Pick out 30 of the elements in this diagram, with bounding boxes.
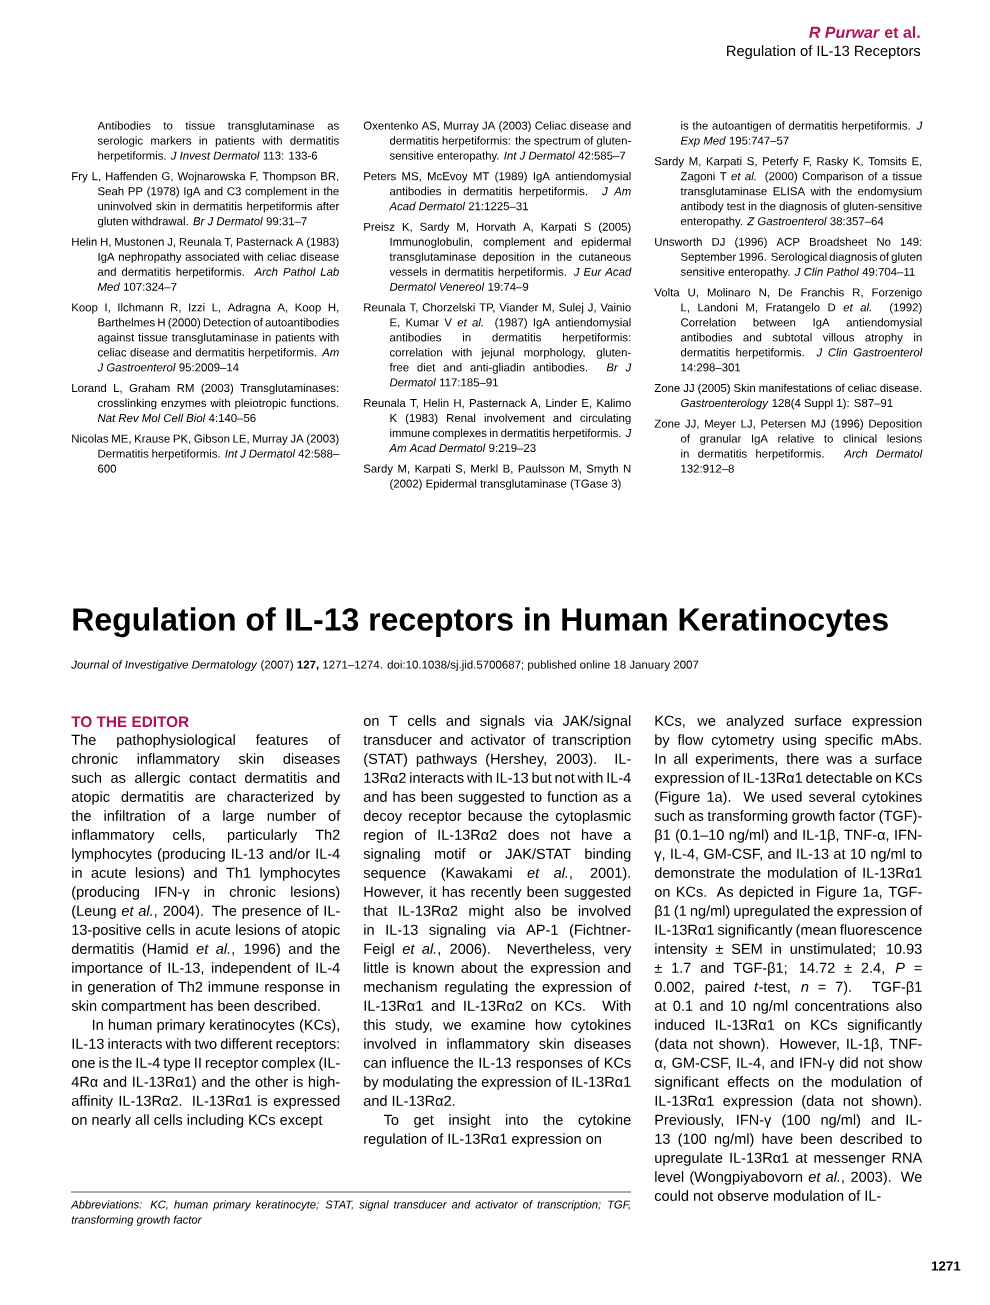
body-paragraph: on T cells and signals via JAK/signal transducer and activator of transcription (STAT) pathways (Hershey, 2003). IL-13Rα2 interacts with IL-13 but not with IL-4 and has been suggested to function as a decoy receptor because the cytoplasmic region of IL-13Rα2 does not have a signaling motif or JAK/STAT binding sequence (Kawakami et al., 2001). However, it has recently been suggested that IL-13Rα2 might also be involved in IL-13 signaling via AP-1 (Fichtner-Feigl et al., 2006). Nevertheless, very little is known about the expression and mechanism regulating the expression of IL-13Rα1 and IL-13Rα2 on KCs. With this study, we examine how cytokines involved in inflammatory skin diseases can influence the IL-13 responses of KCs by modulating the expression of IL-13Rα1 and IL-13Rα2.: [363, 715, 632, 1106]
running-header: R Purwar et al.: [809, 26, 920, 38]
reference-entry: Sardy M, Karpati S, Peterfy F, Rasky K, Tomsits E, Zagoni T et al. (2000) Comparison of a tissue transglutaminase ELISA with the endomysium antibody test in the diagnosis of gluten-sensitive enteropathy. Z Gastroenterol 38:357–64: [654, 156, 922, 228]
page-number: 1271: [931, 1261, 961, 1271]
reference-entry: Helin H, Mustonen J, Reunala T, Pasternack A (1983) IgA nephropathy associated with celiac disease and dermatitis herpetiformis. Arch Pathol Lab Med 107:324–7: [72, 237, 339, 291]
reference-entry: Oxentenko AS, Murray JA (2003) Celiac disease and dermatitis herpetiformis: the spectrum of gluten-sensitive enteropathy. Int J Dermatol 42:585–7: [363, 121, 631, 162]
reference-entry: Peters MS, McEvoy MT (1989) IgA antiendomysial antibodies in dermatitis herpetiformis. J Am Acad Dermatol 21:1225–31: [364, 171, 631, 211]
reference-entry: Koop I, Ilchmann R, Izzi L, Adragna A, Koop H, Barthelmes H (2000) Detection of autoantibodies against tissue transglutaminase in patients with celiac disease and dermatitis herpetiformis. Am J Gastroenterol 95:2009–14: [72, 303, 339, 372]
citation-line: Journal of Investigative Dermatology (2007) 127, 1271–1274. doi:10.1038/sj.jid.5700687; published online 18 January 2007: [71, 660, 699, 671]
footnote-text: Abbreviations: KC, human primary keratinocyte; STAT, signal transducer and activator of transcription; TGF, transforming growth factor: [70, 1200, 631, 1226]
reference-entry: Zone JJ, Meyer LJ, Petersen MJ (1996) Deposition of granular IgA relative to clinical lesions in dermatitis herpetiformis. Arch Dermatol 132:912–8: [654, 419, 923, 473]
reference-entry: is the autoantigen of dermatitis herpetiformis. J Exp Med 195:747–57: [680, 121, 923, 147]
reference-entry: Sardy M, Karpati S, Merkl B, Paulsson M, Smyth N (2002) Epidermal transglutaminase (TGase 3): [363, 464, 631, 490]
article-title: Regulation of IL-13 receptors in Human Keratinocytes: [73, 607, 888, 638]
reference-entry: Reunala T, Chorzelski TP, Viander M, Sulej J, Vainio E, Kumar V et al. (1987) IgA antiendomysial antibodies in dermatitis herpetiformis: correlation with jejunal morphology, gluten-free diet and anti-gliadin antibodies. Br J Dermatol 117:185–91: [364, 303, 632, 387]
reference-entry: Lorand L, Graham RM (2003) Transglutaminases: crosslinking enzymes with pleiotropic functions. Nat Rev Mol Cell Biol 4:140–56: [72, 383, 339, 423]
reference-entry: Antibodies to tissue transglutaminase as serologic markers in patients with dermatitis herpetiformis. J Invest Dermatol 113: 133-6: [97, 121, 339, 162]
section-heading: TO THE EDITOR: [71, 716, 189, 728]
reference-entry: Zone JJ (2005) Skin manifestations of celiac disease. Gastroenterology 128(4 Suppl 1): S87–91: [654, 383, 922, 410]
body-paragraph: KCs, we analyzed surface expression by flow cytometry using specific mAbs. In all experiments, there was a surface expression of IL-13Rα1 detectable on KCs (Figure 1a). We used several cytokines such as transforming growth factor (TGF)-β1 (0.1–10 ng/ml) and IL-1β, TNF-α, IFN-γ, IL-4, GM-CSF, and IL-13 at 10 ng/ml to demonstrate the modulation of IL-13Rα1 on KCs. As depicted in Figure 1a, TGF-β1 (1 ng/ml) upregulated the expression of IL-13Rα1 significantly (mean fluorescence intensity ± SEM in unstimulated; 10.93 ± 1.7 and TGF-β1; 14.72 ± 2.4, P = 0.002, paired t-test, n = 7). TGF-β1 at 0.1 and 10 ng/ml concentrations also induced IL-13Rα1 on KCs significantly (data not shown). However, IL-1β, TNF-α, GM-CSF, IL-4, and IFN-γ did not show significant effects on the modulation of IL-13Rα1 expression (data not shown). Previously, IFN-γ (100 ng/ml) and IL-13 (100 ng/ml) have been described to upregulate IL-13Rα1 at messenger RNA level (Wongpiyabovorn et al., 2003). We could not observe modulation of IL-: [654, 715, 923, 1201]
body-paragraph: The pathophysiological features of chronic inflammatory skin diseases such as allergic contact dermatitis and atopic dermatitis are characterized by the infiltration of a large number of inflammatory cells, particularly Th2 lymphocytes (producing IL-13 and/or IL-4 in acute lesions) and Th1 lymphocytes (producing IFN-γ in chronic lesions) (Leung et al., 2004). The presence of IL-13-positive cells in acute lesions of atopic dermatitis (Hamid et al., 1996) and the importance of IL-13, independent of IL-4 in generation of Th2 immune response in skin compartment has been described.: [71, 734, 341, 1014]
body-paragraph: To get insight into the cytokine regulation of IL-13Rα1 expression on: [364, 1114, 631, 1147]
running-header: Regulation of IL-13 Receptors: [727, 45, 921, 59]
body-paragraph: In human primary keratinocytes (KCs), IL-13 interacts with two different receptors: one is the IL-4 type II receptor complex (IL-4Rα and IL-13Rα1) and the other is high-affinity IL-13Rα2. IL-13Rα1 is expressed on nearly all cells including KCs except: [71, 1019, 340, 1128]
reference-entry: Reunala T, Helin H, Pasternack A, Linder E, Kalimo K (1983) Renal involvement and circulating immune complexes in dermatitis herpetiformis. J Am Acad Dermatol 9:219–23: [364, 398, 632, 453]
reference-entry: Fry L, Haffenden G, Wojnarowska F, Thompson BR, Seah PP (1978) IgA and C3 complement in the uninvolved skin in dermatitis herpetiformis after gluten withdrawal. Br J Dermatol 99:31–7: [72, 171, 340, 228]
reference-entry: Unsworth DJ (1996) ACP Broadsheet No 149: September 1996. Serological diagnosis of gluten sensitive enteropathy. J Clin Pathol 49:704–11: [655, 237, 922, 279]
reference-entry: Nicolas ME, Krause PK, Gibson LE, Murray JA (2003) Dermatitis herpetiformis. Int J Dermatol 42:588–600: [72, 434, 340, 473]
reference-entry: Volta U, Molinaro N, De Franchis R, Forzenigo L, Landoni M, Fratangelo D et al. (1992) Correlation between IgA antiendomysial antibodies and subtotal villous atrophy in dermatitis herpetiformis. J Clin Gastroenterol 14:298–301: [654, 288, 923, 372]
reference-entry: Preisz K, Sardy M, Horvath A, Karpati S (2005) Immunoglobulin, complement and epidermal transglutaminase deposition in the cutaneous vessels in dermatitis herpetiformis. J Eur Acad Dermatol Venereol 19:74–9: [364, 222, 632, 291]
